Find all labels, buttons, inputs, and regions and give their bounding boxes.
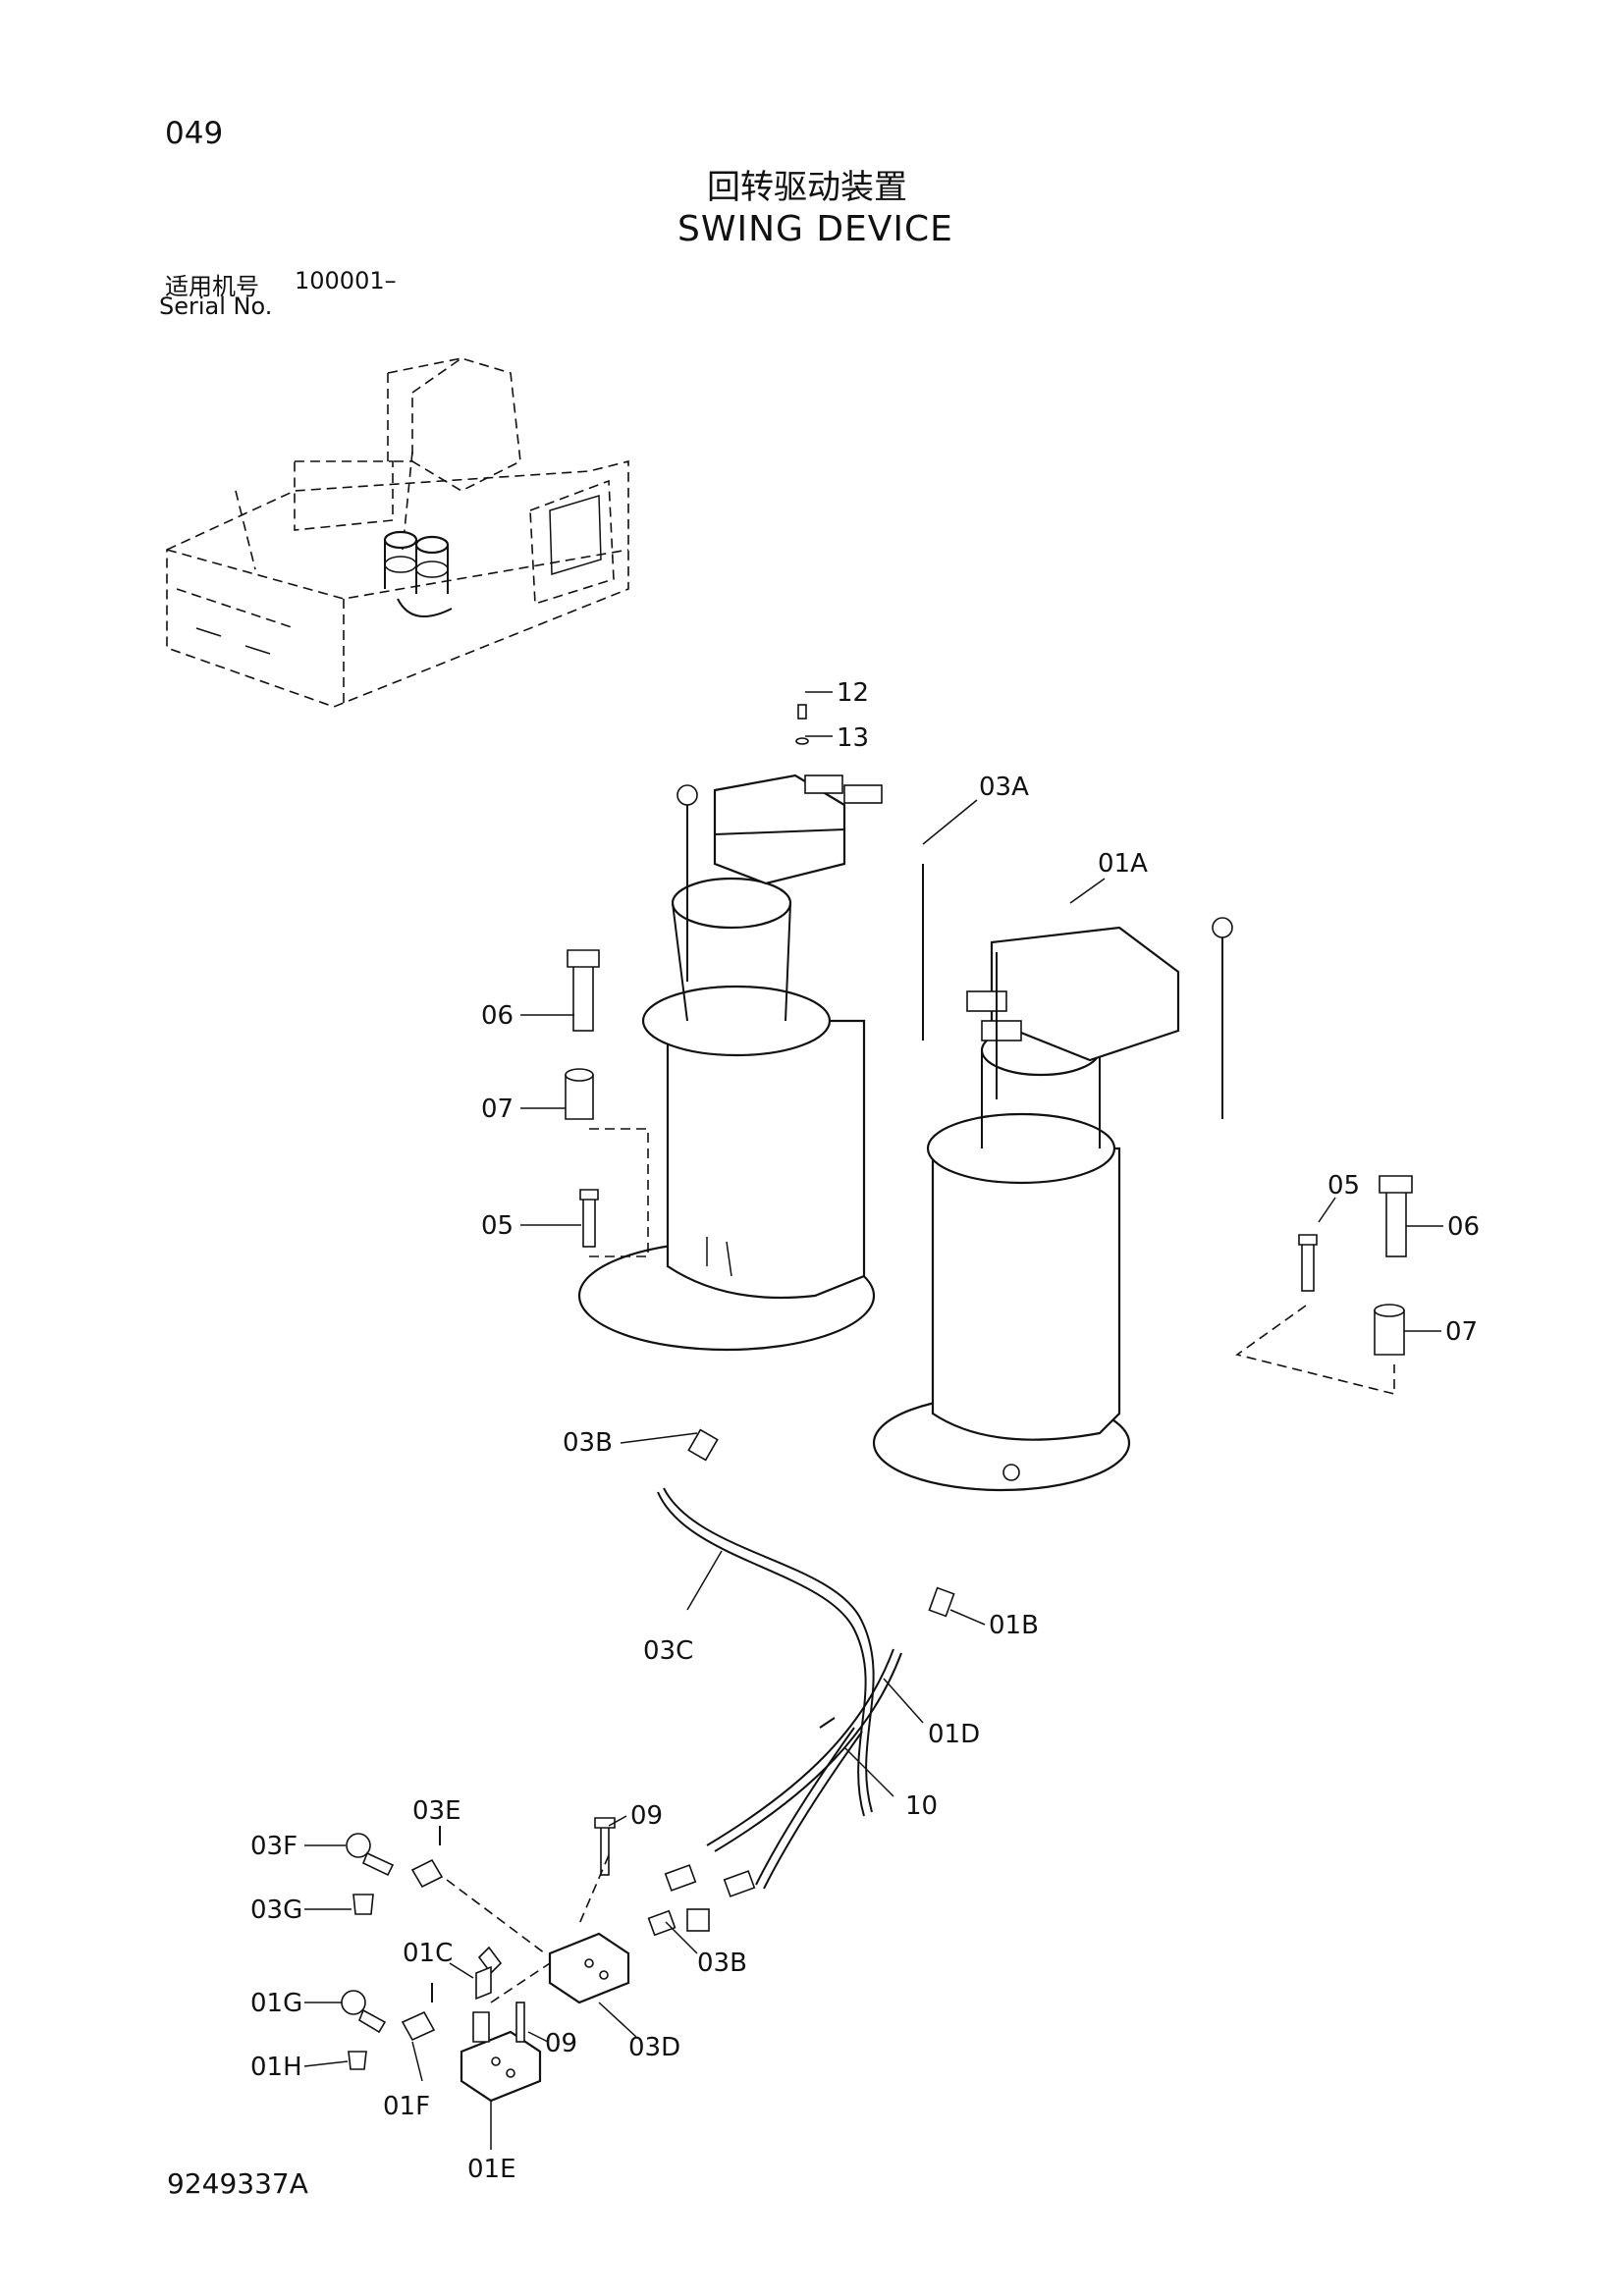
callout-06-left: 06 <box>481 1001 514 1031</box>
fasteners <box>565 704 1413 1396</box>
callout-03e: 03E <box>412 1796 461 1826</box>
callout-03a: 03A <box>979 773 1029 802</box>
callout-06-right: 06 <box>1447 1212 1480 1242</box>
callout-labels: 12 13 03A 01A 06 07 05 05 06 07 03B 01B … <box>250 678 1480 2184</box>
callout-01b: 01B <box>989 1611 1039 1640</box>
callout-01d: 01D <box>928 1720 980 1749</box>
page-number: 049 <box>165 116 224 151</box>
callout-01a: 01A <box>1098 849 1148 879</box>
callout-09-upper: 09 <box>630 1801 663 1831</box>
callout-03c: 03C <box>643 1636 693 1666</box>
title-chinese: 回转驱动装置 <box>707 168 907 207</box>
swing-motor-left <box>577 774 924 1352</box>
callout-01e: 01E <box>467 2155 516 2184</box>
hoses-and-fittings <box>647 1428 955 1937</box>
machine-locator-sketch <box>166 357 629 708</box>
document-code: 9249337A <box>167 2167 308 2200</box>
callout-01f: 01F <box>383 2092 430 2121</box>
leader-lines <box>303 691 1443 2150</box>
callout-05-left: 05 <box>481 1211 514 1241</box>
callout-01c: 01C <box>403 1939 453 1968</box>
callout-07-left: 07 <box>481 1095 514 1124</box>
callout-07-right: 07 <box>1445 1317 1478 1347</box>
callout-12: 12 <box>837 678 869 708</box>
callout-05-right: 05 <box>1327 1171 1360 1201</box>
serial-label-chinese: 适用机号 <box>165 273 259 300</box>
callout-09-lower: 09 <box>545 2029 577 2058</box>
callout-01g: 01G <box>250 1989 302 2018</box>
serial-range: 100001– <box>295 267 397 294</box>
callout-03b-upper: 03B <box>563 1428 613 1458</box>
callout-03f: 03F <box>250 1832 298 1861</box>
swing-motor-right <box>872 917 1233 1492</box>
callout-10: 10 <box>905 1791 938 1821</box>
serial-label-english: Serial No. <box>159 293 273 320</box>
title-english: SWING DEVICE <box>677 209 953 249</box>
callout-01h: 01H <box>250 2053 302 2082</box>
manifold-blocks <box>341 1817 630 2103</box>
callout-03d: 03D <box>628 2033 680 2062</box>
callout-13: 13 <box>837 723 869 753</box>
callout-03g: 03G <box>250 1896 302 1925</box>
callout-03b-lower: 03B <box>697 1949 747 1978</box>
